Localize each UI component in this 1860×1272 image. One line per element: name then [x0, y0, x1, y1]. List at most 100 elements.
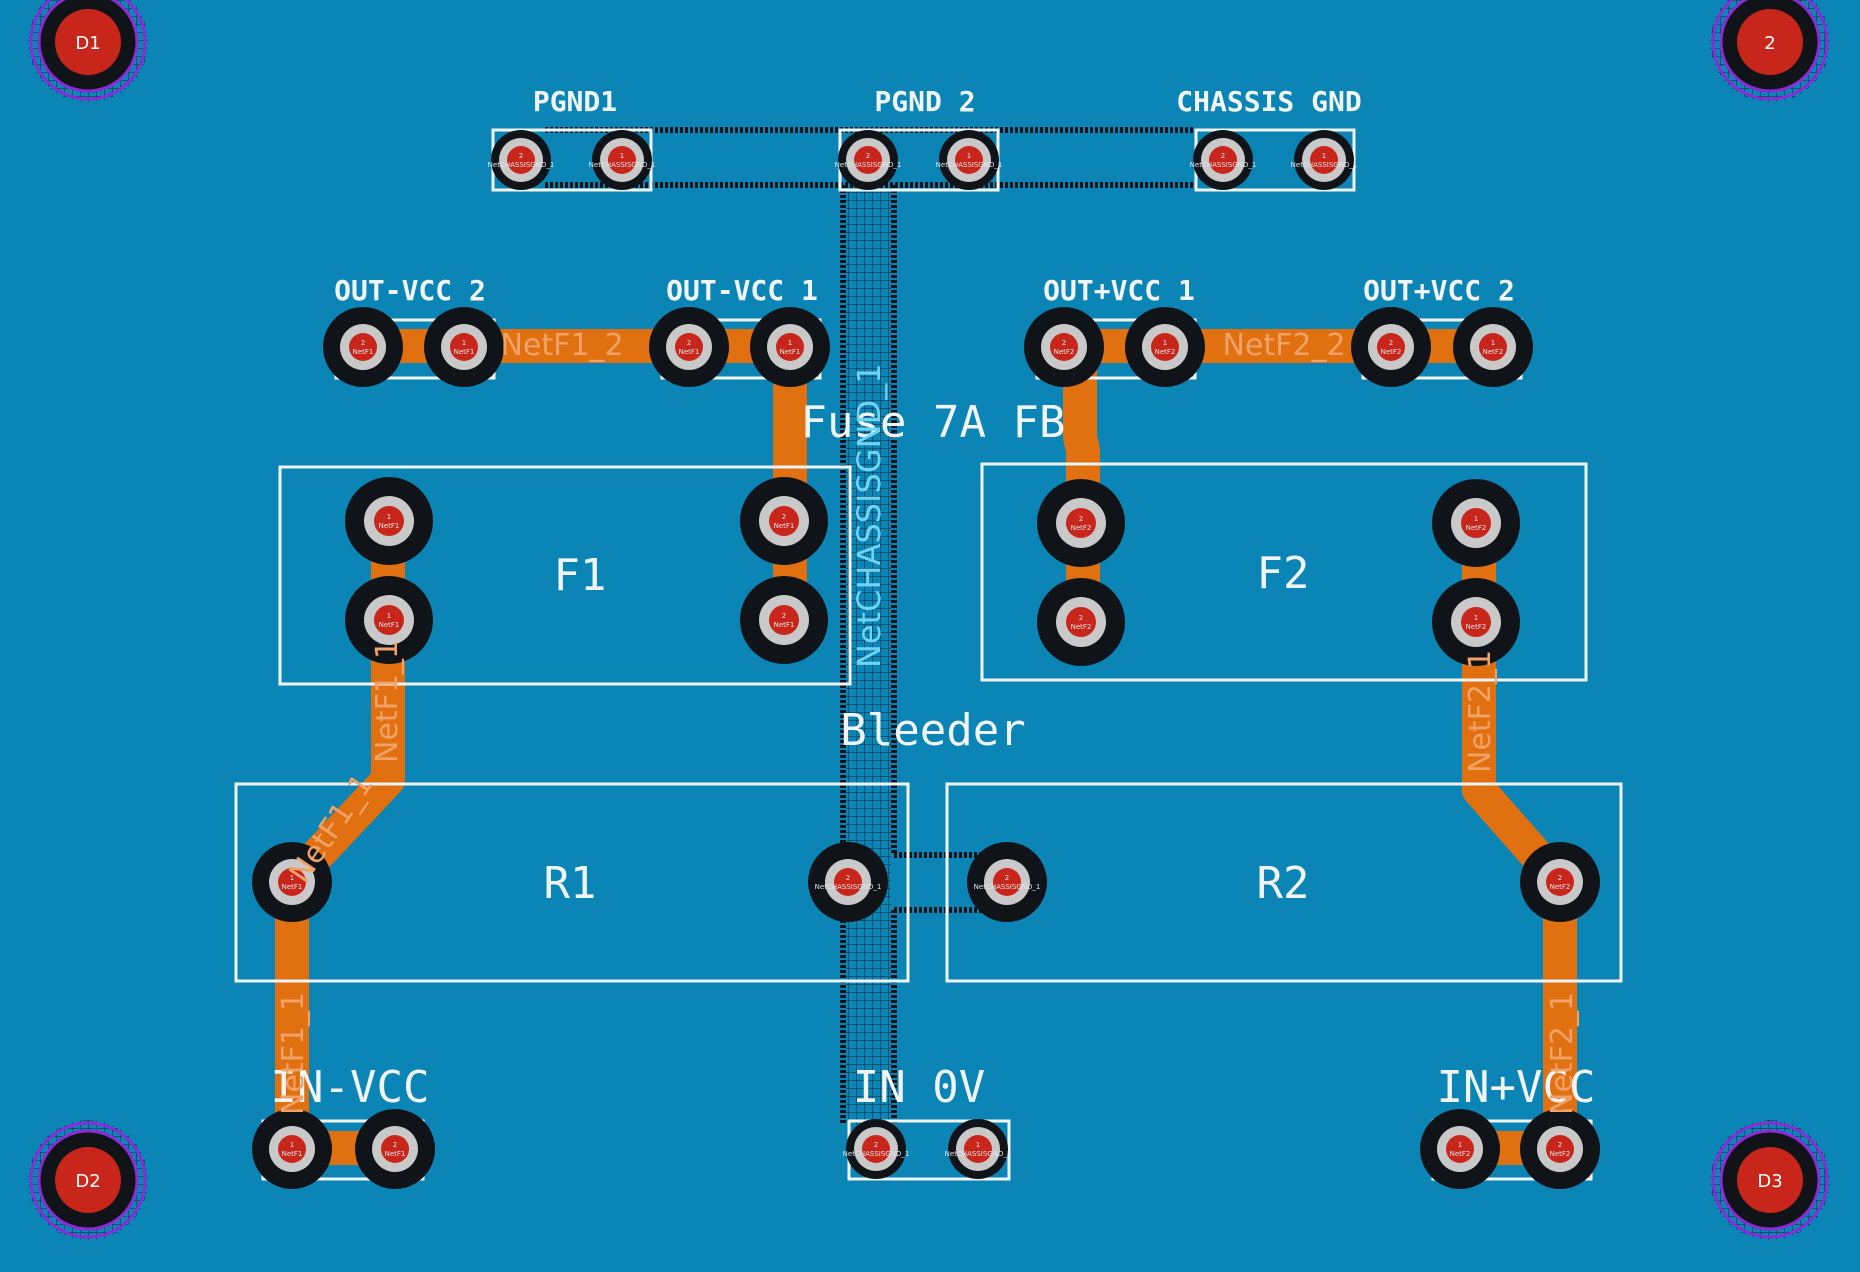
f2-outline [980, 462, 1588, 682]
pad-number: 1 [387, 612, 391, 620]
pad-center [769, 605, 799, 635]
pad-center [507, 146, 535, 174]
pad-number: 1 [788, 339, 792, 347]
hole-core [55, 1147, 121, 1213]
pad-number: 1 [1474, 515, 1478, 523]
pad-center [608, 146, 636, 174]
pad-number: 2 [1005, 874, 1009, 882]
pad-net: NetF1 [774, 621, 795, 629]
net-label-netf1-2: NetF1_2 [500, 328, 623, 363]
pad-net: NetF1 [282, 883, 303, 891]
r2-outline [945, 782, 1623, 983]
pad-number: 2 [393, 1141, 397, 1149]
pad-net: NetF2 [1155, 348, 1176, 356]
pad-number: 1 [1163, 339, 1167, 347]
label-chassis-gnd: CHASSIS GND [1176, 85, 1361, 118]
hole-core [55, 9, 121, 75]
pad-net: NetF2 [1381, 348, 1402, 356]
pad-number: 2 [1079, 515, 1083, 523]
pad-number: 1 [1458, 1141, 1462, 1149]
net-label-netf2-1-a: NetF2_1 [1463, 650, 1498, 773]
label-pgnd2: PGND 2 [874, 85, 975, 118]
hole-core [1737, 9, 1803, 75]
pad-center [1377, 333, 1405, 361]
pad-net: NetF2 [1071, 623, 1092, 631]
net-label-netf1-1-a: NetF1_1 [370, 640, 405, 763]
pad-center [1310, 146, 1338, 174]
label-f2: F2 [1257, 548, 1310, 599]
pad-number: 1 [1322, 152, 1326, 160]
pad-center [862, 1135, 890, 1163]
pad-net: NetF2 [1550, 883, 1571, 891]
label-f1: F1 [554, 550, 607, 601]
pad-center [769, 506, 799, 536]
hole-label: D3 [1757, 1171, 1782, 1192]
pad-center [776, 333, 804, 361]
pad-net: NetCHASSISGND_1 [974, 883, 1041, 891]
pad-net: NetF1 [379, 621, 400, 629]
pad-number: 2 [687, 339, 691, 347]
pad-center [675, 333, 703, 361]
pad-net: NetF2 [1450, 1150, 1471, 1158]
label-in-vcc-pos: IN+VCC [1437, 1062, 1596, 1113]
pad-number: 2 [1079, 614, 1083, 622]
pad-net: NetF1 [379, 522, 400, 530]
pad-center [1066, 607, 1096, 637]
pad-number: 1 [462, 339, 466, 347]
pads: 2NetCHASSISGND_11NetCHASSISGND_12NetCHAS… [252, 130, 1600, 1189]
pad-net: NetCHASSISGND_1 [936, 161, 1003, 169]
pad-net: NetCHASSISGND_1 [589, 161, 656, 169]
label-bleeder: Bleeder [840, 705, 1025, 756]
pad-number: 1 [1491, 339, 1495, 347]
pad-net: NetF1 [774, 522, 795, 530]
label-out-vcc-neg-1: OUT-VCC 1 [666, 274, 818, 307]
label-r2: R2 [1257, 858, 1310, 909]
pad-number: 1 [967, 152, 971, 160]
label-fuse-note: Fuse 7A FB [801, 397, 1066, 448]
pad-net: NetCHASSISGND_1 [835, 161, 902, 169]
pad-net: NetF2 [1071, 524, 1092, 532]
hole-ring [29, 0, 147, 101]
mounting-hole-d3: D3 [1710, 1120, 1830, 1240]
pad-number: 2 [1389, 339, 1393, 347]
label-in-0v: IN 0V [853, 1062, 985, 1113]
pad-center [1461, 508, 1491, 538]
pad-net: NetF1 [780, 348, 801, 356]
pad-net: NetF1 [385, 1150, 406, 1158]
pad-net: NetF2 [1054, 348, 1075, 356]
r1-outline [234, 782, 910, 983]
net-label-netf2-2: NetF2_2 [1222, 328, 1345, 363]
pad-net: NetF2 [1483, 348, 1504, 356]
pad-center [1050, 333, 1078, 361]
pad-center [1209, 146, 1237, 174]
label-out-vcc-neg-2: OUT-VCC 2 [334, 274, 486, 307]
pad-number: 2 [782, 612, 786, 620]
chassis-gnd-fill [846, 188, 891, 1125]
pad-center [278, 1135, 306, 1163]
pad-center [1546, 1135, 1574, 1163]
pad-center [834, 868, 862, 896]
pad-net: NetF1 [454, 348, 475, 356]
pad-net: NetCHASSISGND_1 [488, 161, 555, 169]
label-in-vcc-neg: IN-VCC [271, 1062, 430, 1113]
net-label-netf1-1-c: NetF1_1 [276, 992, 311, 1115]
pad-center [374, 506, 404, 536]
pad-net: NetF2 [1466, 623, 1487, 631]
